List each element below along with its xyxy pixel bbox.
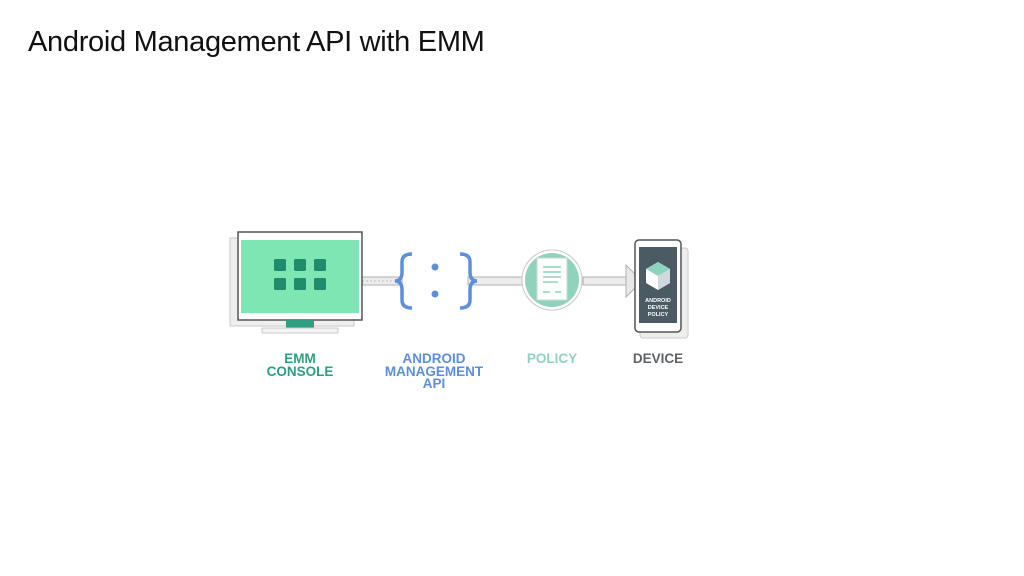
device-phone-icon: ANDROID DEVICE POLICY <box>634 239 689 339</box>
connector-policy-to-device <box>582 263 643 299</box>
device-label: DEVICE <box>632 351 684 366</box>
emm-console-label: EMM CONSOLE <box>266 351 334 379</box>
device-screen-line-3: POLICY <box>648 312 669 318</box>
emm-console-monitor-icon <box>229 231 363 334</box>
api-braces-icon <box>394 252 478 310</box>
android-device-policy-logo-icon <box>646 262 670 290</box>
device-screen-line-2: DEVICE <box>648 305 669 311</box>
policy-document-icon <box>521 249 583 311</box>
policy-label: POLICY <box>526 351 578 366</box>
device-screen-line-1: ANDROID <box>645 298 671 304</box>
slide-title: Android Management API with EMM <box>28 26 485 58</box>
app-grid-icon <box>274 259 326 290</box>
android-management-api-label: ANDROID MANAGEMENT API <box>384 351 484 391</box>
